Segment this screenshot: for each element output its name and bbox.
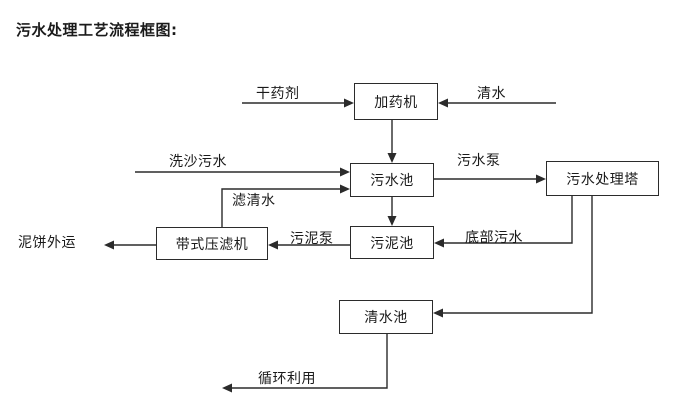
arrowhead-filtrate bbox=[340, 184, 350, 194]
node-treatment-tower-label: 污水处理塔 bbox=[566, 171, 639, 188]
node-clean-water-pool-label: 清水池 bbox=[364, 310, 408, 326]
page-title: 污水处理工艺流程框图: bbox=[16, 21, 178, 39]
edge-label-sand-wash-sewage: 洗沙污水 bbox=[169, 154, 227, 170]
terminal-clean-water: 清水 bbox=[477, 86, 506, 102]
arrowhead-to-clean-water-pool bbox=[433, 308, 443, 318]
edge-tower-to-clean-water-pool bbox=[439, 196, 593, 314]
node-sewage-pool[interactable]: 污水池 bbox=[350, 163, 434, 197]
node-sewage-pool-label: 污水池 bbox=[370, 173, 414, 189]
terminal-dry-chemical: 干药剂 bbox=[256, 86, 300, 102]
edge-label-bottom-sewage: 底部污水 bbox=[465, 230, 523, 246]
arrowhead-sand-wash bbox=[340, 167, 350, 177]
terminal-mudcake-out: 泥饼外运 bbox=[18, 235, 76, 251]
arrowhead-dosing-to-sewage-pool bbox=[387, 153, 397, 163]
node-dosing-machine-label: 加药机 bbox=[374, 94, 418, 111]
arrowhead-clean-water bbox=[438, 98, 448, 108]
node-sludge-pool[interactable]: 污泥池 bbox=[350, 226, 434, 259]
arrowhead-dry-chemical bbox=[344, 98, 354, 108]
node-belt-filter-press-label: 带式压滤机 bbox=[175, 236, 249, 253]
node-dosing-machine[interactable]: 加药机 bbox=[354, 83, 438, 120]
node-belt-filter-press[interactable]: 带式压滤机 bbox=[156, 227, 268, 260]
node-clean-water-pool[interactable]: 清水池 bbox=[339, 300, 433, 334]
edge-label-recycle-reuse: 循环利用 bbox=[258, 371, 316, 387]
node-sludge-pool-label: 污泥池 bbox=[370, 235, 414, 252]
edge-label-filtrate-water: 滤清水 bbox=[232, 193, 276, 209]
edge-label-sewage-pump: 污水泵 bbox=[457, 153, 501, 169]
arrowhead-mudcake-out bbox=[104, 240, 114, 250]
arrowhead-recycle bbox=[222, 383, 232, 393]
arrowhead-sewage-pump bbox=[536, 174, 546, 184]
edge-label-sludge-pump: 污泥泵 bbox=[290, 231, 334, 247]
arrowhead-bottom-sewage bbox=[434, 238, 444, 248]
arrowhead-sewage-to-sludge bbox=[387, 216, 397, 226]
arrowhead-sludge-pump bbox=[268, 240, 278, 250]
node-treatment-tower[interactable]: 污水处理塔 bbox=[546, 161, 659, 196]
